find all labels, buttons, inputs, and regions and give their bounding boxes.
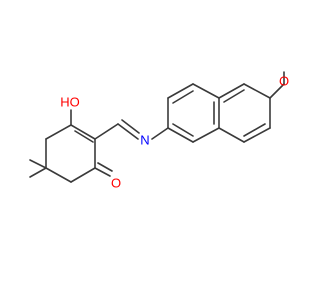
molecule-diagram: HO O N O	[29, 71, 289, 190]
bond-c2-ch	[94, 123, 119, 140]
bond-c3-c4	[70, 167, 96, 183]
bond-c3-o-double	[97, 162, 113, 172]
naph-r-4	[243, 127, 271, 143]
hydroxyl-label: HO	[60, 94, 80, 109]
bond-naph-o	[269, 83, 285, 99]
naph-r-inner-2	[243, 123, 266, 137]
naph-r-2	[243, 83, 271, 99]
naph-r-5	[218, 127, 245, 143]
bond-c3-o	[94, 167, 111, 177]
naph-l-inner-1	[172, 90, 194, 104]
bond-c6-c1	[45, 124, 72, 140]
bond-methyl-2	[29, 167, 47, 178]
naph-l-2	[167, 83, 194, 99]
bond-c4-c5	[45, 167, 72, 183]
bond-n-naph	[151, 127, 169, 140]
naph-l-inner-2	[172, 123, 194, 137]
imine-nitrogen-label: N	[140, 132, 149, 147]
naph-r-1	[218, 83, 245, 99]
naph-l-3	[192, 83, 220, 99]
carbonyl-oxygen-label: O	[111, 175, 121, 190]
bond-c1-c2	[70, 124, 96, 140]
methoxy-oxygen-label: O	[279, 73, 289, 88]
structure-canvas: HO O N O	[29, 71, 290, 191]
bond-ch-n-double	[121, 119, 140, 134]
naph-l-6	[167, 127, 194, 143]
naph-l-5	[192, 127, 220, 143]
bond-ch-n	[117, 123, 139, 140]
bond-methyl-1	[29, 159, 47, 169]
bond-c1-c2-inner	[74, 130, 94, 143]
naph-r-inner-1	[223, 89, 245, 103]
